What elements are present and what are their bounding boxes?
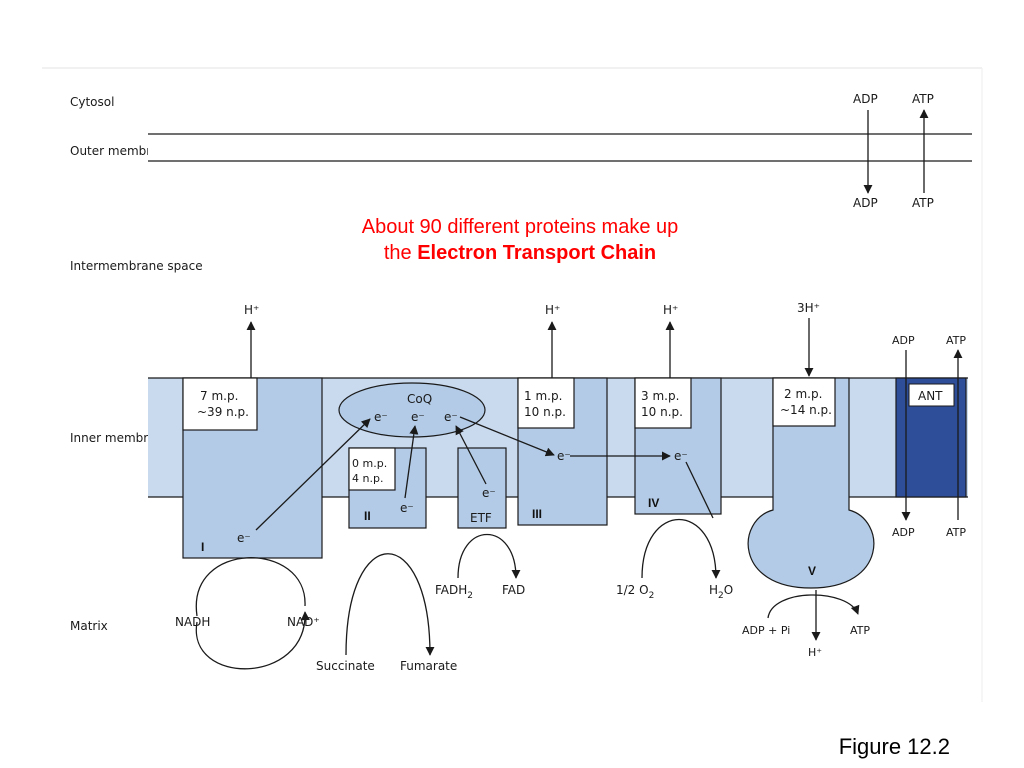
figure-caption: Figure 12.2 (838, 734, 950, 759)
water-label: H2O (709, 583, 733, 601)
electron-coq-to-iii (459, 416, 555, 457)
fumarate-label: Fumarate (400, 659, 457, 673)
complex-ii-mp: 0 m.p. (352, 457, 387, 470)
coq-electron-3: e⁻ (444, 410, 458, 424)
ant-adp-top-label: ADP (892, 334, 915, 347)
fadh2-label: FADH2 (435, 583, 473, 601)
nadh-oxidation-curve (195, 611, 310, 670)
complex-iii-mp: 1 m.p. (524, 389, 562, 403)
ant-label: ANT (918, 389, 943, 403)
headline-line-1: About 90 different proteins make up (361, 216, 679, 238)
complex-ii-np: 4 n.p. (352, 472, 383, 485)
coq-pool: CoQ e⁻ e⁻ e⁻ (338, 382, 486, 438)
nadh-oxidation-top (195, 557, 306, 617)
etf-electron: e⁻ (482, 486, 496, 500)
ant-adp-bottom-label: ADP (892, 526, 915, 539)
complex-v-label: V (808, 564, 816, 578)
matrix-proton-label: H⁺ (808, 646, 822, 659)
complex-iv-proton: H⁺ (663, 303, 678, 317)
ant-atp-top-label: ATP (946, 334, 966, 347)
oxygen-label: 1/2 O2 (616, 583, 654, 601)
complex-v-proton: 3H⁺ (797, 301, 820, 315)
outer-membrane (148, 134, 972, 161)
label-cytosol: Cytosol (70, 95, 114, 109)
complex-v: 2 m.p. ~14 n.p. V (747, 377, 875, 589)
complex-ii-electron: e⁻ (400, 501, 414, 515)
complex-i: 7 m.p. ~39 n.p. I e⁻ (182, 377, 323, 559)
complex-iv-electron: e⁻ (674, 449, 688, 463)
atp-synthesis-curve (767, 594, 860, 619)
label-inner-membrane: Inner membrane (70, 431, 171, 445)
outer-adp-bottom-label: ADP (853, 196, 878, 210)
complex-i-mp: 7 m.p. (200, 389, 238, 403)
outer-atp-top-label: ATP (912, 92, 934, 106)
complex-iv-np: 10 n.p. (641, 405, 683, 419)
complex-iii-np: 10 n.p. (524, 405, 566, 419)
complex-v-np: ~14 n.p. (780, 403, 832, 417)
complex-ii: 0 m.p. 4 n.p. II e⁻ (348, 447, 427, 529)
complex-v-mp: 2 m.p. (784, 387, 822, 401)
succinate-oxidation-curve (345, 553, 435, 656)
electron-etf-to-coq (455, 425, 487, 485)
ant-atp-bottom-label: ATP (946, 526, 966, 539)
headline-line-2: the Electron Transport Chain (250, 240, 790, 266)
complex-i-electron: e⁻ (237, 531, 251, 545)
complex-i-np: ~39 n.p. (197, 405, 249, 419)
nadh-label: NADH (175, 615, 210, 629)
label-matrix: Matrix (70, 619, 108, 633)
matrix-atp-label: ATP (850, 624, 870, 637)
coq-electron-1: e⁻ (374, 410, 388, 424)
oxygen-reduction-curve (641, 518, 721, 579)
complex-ii-label: II (364, 509, 371, 523)
label-outer-membrane: Outer membrane (70, 144, 174, 158)
coq-label: CoQ (407, 392, 432, 406)
headline-emphasis: Electron Transport Chain (417, 242, 657, 264)
electron-iv-to-oxygen (685, 461, 714, 519)
headline-prefix: the (383, 242, 418, 264)
electron-i-to-coq (255, 418, 371, 531)
complex-iii-electron: e⁻ (557, 449, 571, 463)
complex-i-proton: H⁺ (244, 303, 259, 317)
coq-electron-2: e⁻ (411, 410, 425, 424)
complex-iv: 3 m.p. 10 n.p. IV (634, 377, 722, 515)
outer-atp-bottom-label: ATP (912, 196, 934, 210)
adp-pi-label: ADP + Pi (742, 624, 790, 637)
headline: About 90 different proteins make up the … (250, 214, 790, 266)
ant-transporter: ANT (895, 377, 967, 498)
complex-iii-label: III (532, 507, 542, 521)
complex-iii-proton: H⁺ (545, 303, 560, 317)
complex-iii: 1 m.p. 10 n.p. III (517, 377, 608, 526)
label-intermembrane-space: Intermembrane space (70, 259, 203, 273)
fadh2-oxidation-curve (457, 533, 521, 579)
complex-i-label: I (201, 540, 204, 554)
succinate-label: Succinate (316, 659, 375, 673)
nad-label: NAD⁺ (287, 615, 320, 629)
complex-iv-label: IV (648, 496, 659, 510)
fad-label: FAD (502, 583, 525, 597)
outer-adp-top-label: ADP (853, 92, 878, 106)
complex-iv-mp: 3 m.p. (641, 389, 679, 403)
etf-label: ETF (470, 511, 492, 525)
electron-ii-to-coq (404, 425, 419, 499)
etf: e⁻ ETF (457, 447, 507, 529)
